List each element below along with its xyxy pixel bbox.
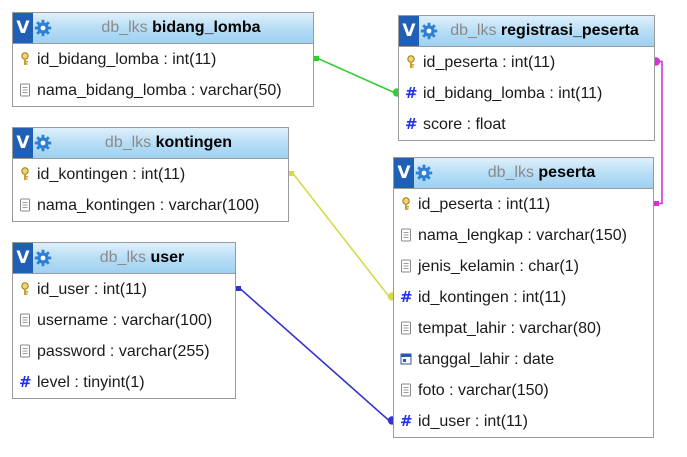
column-list: id_kontingen : int(11) nama_kontingen : v…: [13, 159, 288, 221]
relation-line[interactable]: [289, 172, 393, 298]
relation-source-marker: [654, 201, 659, 206]
toggle-columns-button[interactable]: V: [394, 158, 414, 188]
gear-icon[interactable]: [415, 164, 433, 182]
column-row[interactable]: tanggal_lahir : date: [394, 344, 653, 375]
toggle-columns-button[interactable]: V: [13, 13, 33, 43]
column-row[interactable]: password : varchar(255): [13, 336, 235, 367]
numeric-column-icon: #: [19, 373, 32, 391]
column-label: id_peserta : int(11): [418, 196, 551, 213]
numeric-column-icon: #: [405, 84, 418, 102]
column-row[interactable]: id_peserta : int(11): [399, 47, 654, 78]
column-row[interactable]: # level : tinyint(1): [13, 367, 235, 398]
column-label: level : tinyint(1): [37, 374, 145, 391]
table-name: bidang_lomba: [152, 19, 261, 36]
column-label: jenis_kelamin : char(1): [418, 258, 579, 275]
relation-source-marker: [289, 171, 294, 176]
toggle-columns-button[interactable]: V: [13, 128, 33, 158]
column-label: username : varchar(100): [37, 312, 213, 329]
column-row[interactable]: id_kontingen : int(11): [13, 159, 288, 190]
column-label: tanggal_lahir : date: [418, 351, 555, 368]
column-list: id_peserta : int(11) nama_lengkap : varch…: [394, 189, 653, 437]
table-title: db_lks peserta: [434, 158, 649, 188]
column-label: foto : varchar(150): [418, 382, 549, 399]
relation-source-marker: [314, 56, 319, 61]
gear-icon[interactable]: [34, 249, 52, 267]
column-label: nama_lengkap : varchar(150): [418, 227, 628, 244]
numeric-column-icon: #: [400, 412, 413, 430]
gear-icon[interactable]: [34, 134, 52, 152]
schema-name: db_lks: [99, 249, 146, 266]
column-label: id_peserta : int(11): [423, 54, 556, 71]
schema-name: db_lks: [104, 134, 152, 151]
column-row[interactable]: nama_kontingen : varchar(100): [13, 190, 288, 221]
schema-name: db_lks: [450, 22, 497, 39]
numeric-column-icon: #: [400, 288, 413, 306]
toggle-columns-button[interactable]: V: [13, 243, 33, 273]
column-row[interactable]: tempat_lahir : varchar(80): [394, 313, 653, 344]
column-row[interactable]: # id_kontingen : int(11): [394, 282, 653, 313]
column-row[interactable]: # id_bidang_lomba : int(11): [399, 78, 654, 109]
table-name: kontingen: [155, 134, 233, 151]
column-label: id_user : int(11): [418, 413, 528, 430]
column-row[interactable]: id_user : int(11): [13, 274, 235, 305]
column-label: id_kontingen : int(11): [37, 166, 186, 183]
table-title: db_lks registrasi_peserta: [439, 16, 650, 46]
table-title: db_lks user: [53, 243, 231, 273]
column-row[interactable]: jenis_kelamin : char(1): [394, 251, 653, 282]
column-row[interactable]: id_bidang_lomba : int(11): [13, 44, 313, 75]
relation-line[interactable]: [654, 60, 663, 205]
gear-icon[interactable]: [34, 19, 52, 37]
column-row[interactable]: nama_lengkap : varchar(150): [394, 220, 653, 251]
column-label: id_user : int(11): [37, 281, 147, 298]
column-list: id_peserta : int(11) # id_bidang_lomba : i…: [399, 47, 654, 140]
relation-line[interactable]: [236, 287, 393, 422]
column-row[interactable]: nama_bidang_lomba : varchar(50): [13, 75, 313, 106]
table-title: db_lks bidang_lomba: [53, 13, 309, 43]
relation-line[interactable]: [314, 57, 398, 94]
column-row[interactable]: username : varchar(100): [13, 305, 235, 336]
column-label: password : varchar(255): [37, 343, 210, 360]
column-label: nama_bidang_lomba : varchar(50): [37, 82, 282, 99]
toggle-columns-button[interactable]: V: [399, 16, 419, 46]
column-list: id_user : int(11) username : varchar(100)…: [13, 274, 235, 398]
schema-name: db_lks: [487, 164, 534, 181]
column-row[interactable]: # id_user : int(11): [394, 406, 653, 437]
table-title: db_lks kontingen: [53, 128, 284, 158]
column-label: nama_kontingen : varchar(100): [37, 197, 260, 214]
schema-name: db_lks: [101, 19, 148, 36]
column-label: id_bidang_lomba : int(11): [423, 85, 603, 102]
column-label: score : float: [423, 116, 506, 133]
column-row[interactable]: id_peserta : int(11): [394, 189, 653, 220]
column-label: id_bidang_lomba : int(11): [37, 51, 217, 68]
numeric-column-icon: #: [405, 115, 418, 133]
table-name: registrasi_peserta: [500, 22, 639, 39]
table-name: user: [150, 249, 185, 266]
column-row[interactable]: foto : varchar(150): [394, 375, 653, 406]
column-label: tempat_lahir : varchar(80): [418, 320, 602, 337]
table-name: peserta: [538, 164, 596, 181]
relation-source-marker: [236, 286, 241, 291]
column-list: id_bidang_lomba : int(11) nama_bidang_lom…: [13, 44, 313, 106]
column-label: id_kontingen : int(11): [418, 289, 567, 306]
gear-icon[interactable]: [420, 22, 438, 40]
column-row[interactable]: # score : float: [399, 109, 654, 140]
